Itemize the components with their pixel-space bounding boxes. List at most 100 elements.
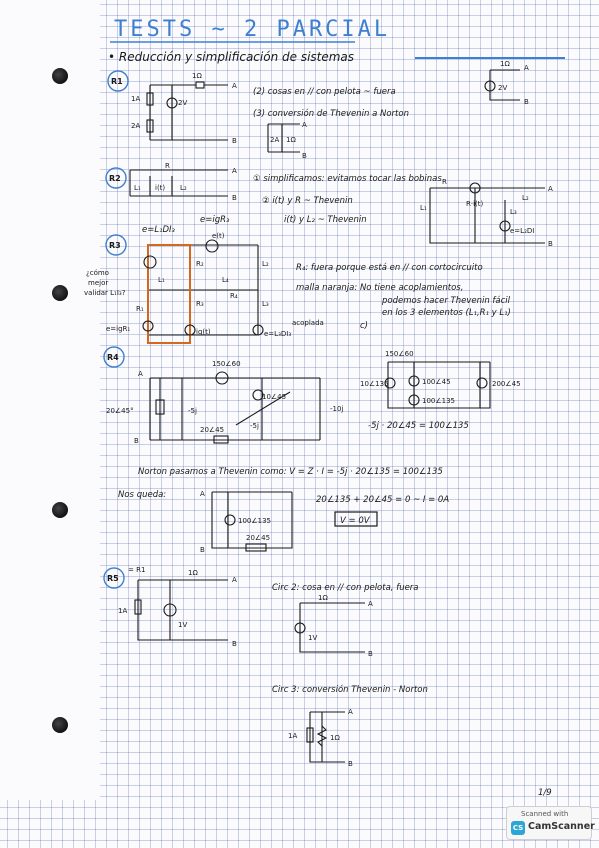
r4-wires <box>149 377 321 441</box>
camscanner-caption: Scanned with <box>521 810 569 818</box>
tag-circle <box>105 234 127 256</box>
r5-circ3-resistor <box>316 725 328 747</box>
section-tag: R5 <box>107 574 119 583</box>
binder-hole <box>52 717 68 733</box>
page-subtitle: • Reducción y simplificación de sistemas <box>108 50 354 64</box>
r4-norton-note: Norton pasamos a Thevenin como: V = Z · … <box>138 467 443 477</box>
r1-wires <box>149 84 228 141</box>
r4-queda-label: 100∠135 <box>238 517 271 525</box>
r5-label: 1A <box>118 607 127 615</box>
r4-queda-node: B <box>200 546 205 554</box>
r2-right-label: R·i(t) <box>466 200 484 208</box>
r5-circ2-label: 1Ω <box>318 594 328 602</box>
r3-note: malla naranja: No tiene acoplamientos, <box>296 283 463 293</box>
r4-source <box>252 389 264 401</box>
r4-label: 20∠45 <box>200 426 224 434</box>
r2-note: ① simplificamos: evitamos tocar las bobi… <box>253 174 442 184</box>
r4-queda-source <box>224 514 236 526</box>
tag-circle <box>103 346 125 368</box>
r4-right-source <box>476 377 488 389</box>
r1-node: B <box>232 137 237 145</box>
r5-label: 1V <box>178 621 187 629</box>
r4-right-source <box>408 394 420 406</box>
r1-resistor <box>195 81 205 89</box>
r5-circ2-label: 1V <box>308 634 317 642</box>
r4-queda-impedance <box>245 543 267 552</box>
r3-label: L₃ <box>262 300 269 308</box>
r5-circ3-label: 1Ω <box>330 734 340 742</box>
r3-label: R₃ <box>196 300 204 308</box>
r3-top-label: e=L₁DI₃ <box>142 225 176 235</box>
r1-label: 1A <box>131 95 140 103</box>
r1-note: (2) cosas en // con pelota ~ fuera <box>253 87 396 97</box>
r5-vsource <box>163 603 177 617</box>
r5-circ2-wires <box>299 602 365 653</box>
r4-right-label: 100∠135 <box>422 397 455 405</box>
r1-right-label: 1Ω <box>500 60 510 68</box>
r2-node: B <box>232 194 237 202</box>
r5-node: B <box>232 640 237 648</box>
r2-label: L₁ <box>134 184 141 192</box>
r3-source <box>252 324 264 336</box>
r2-right-node: B <box>548 240 553 248</box>
r4-label: 150∠60 <box>212 360 241 368</box>
section-r1: R1 1Ω 1A 2V 2A A B (2) cosas en // con p… <box>107 60 529 160</box>
tag-circle <box>107 70 129 92</box>
section-r3: R3 e=L₁DI₃ e=igR₃ e(t) ¿cómo mejor valid… <box>84 215 511 344</box>
r5-circ3-wires <box>309 711 345 763</box>
section-tag: R4 <box>107 353 119 362</box>
section-r5: = R1 R5 1Ω A 1A 1V B Circ 2: cosa en // … <box>103 566 428 768</box>
r1-label: 2V <box>178 99 187 107</box>
binder-hole <box>52 285 68 301</box>
r1-source-2 <box>146 119 154 133</box>
r5-circ3-node: B <box>348 760 353 768</box>
r2-right-wires <box>429 187 545 244</box>
r2-label: R <box>165 162 170 170</box>
r5-current-source <box>134 599 142 615</box>
tag-circle <box>103 567 125 589</box>
r4-right-source <box>384 377 396 389</box>
r4-source <box>215 371 229 385</box>
section-tag: R2 <box>109 174 121 183</box>
r4-sum-equation: 20∠135 + 20∠45 = 0 ~ I = 0A <box>316 495 449 505</box>
r4-right-label: 100∠45 <box>422 378 451 386</box>
r2-label: i(t) <box>155 184 165 192</box>
r3-label: e=L₃DI₃ <box>264 330 291 338</box>
r5-circ3-node: A <box>348 708 353 716</box>
r3-source <box>184 324 196 336</box>
section-r2: R2 R L₁ i(t) L₂ A B ① simplificamos: evi… <box>105 162 553 248</box>
r4-right-label: 200∠45 <box>492 380 521 388</box>
r2-right-label: L₃ <box>510 208 517 216</box>
r1-right-node: A <box>524 64 529 72</box>
r1-mini-node: A <box>302 121 307 129</box>
r1-mini-wires <box>267 123 300 153</box>
section-r4: R4 150∠60 A B 20∠45° -5j 10∠45 20∠45 -5j… <box>103 346 521 554</box>
binder-hole <box>52 502 68 518</box>
tag-circle <box>105 167 127 189</box>
r5-circ3: Circ 3: conversión Thevenin - Norton <box>272 684 428 695</box>
r3-label: R₄ <box>230 292 238 300</box>
camscanner-name: CamScanner <box>528 821 595 832</box>
r3-orange-mesh <box>147 244 191 344</box>
r1-vsource <box>166 97 178 109</box>
r1-node: A <box>232 82 237 90</box>
r2-right-label: e=L₂DI <box>510 227 534 235</box>
r1-right-wires <box>489 69 520 101</box>
section-tag: R1 <box>111 77 123 86</box>
r4-current-source <box>155 399 165 415</box>
r5-eq-r1: = R1 <box>128 566 145 574</box>
r1-mini-label: 2A <box>270 136 279 144</box>
camscanner-icon: CS <box>511 821 525 835</box>
r4-right-source <box>408 375 420 387</box>
r3-note: R₄: fuera porque está en // con cortocir… <box>296 263 483 273</box>
r4-label: 10∠45 <box>262 393 286 401</box>
r2-right-node: A <box>548 185 553 193</box>
r4-result: V = 0V <box>340 516 371 526</box>
left-margin <box>0 0 100 800</box>
r4-queda-label: 20∠45 <box>246 534 270 542</box>
r2-right-label: L₂ <box>522 194 529 202</box>
r5-circ2-source <box>294 622 306 634</box>
r5-circ3-source <box>306 727 314 743</box>
r3-part-c: c) <box>360 321 368 331</box>
